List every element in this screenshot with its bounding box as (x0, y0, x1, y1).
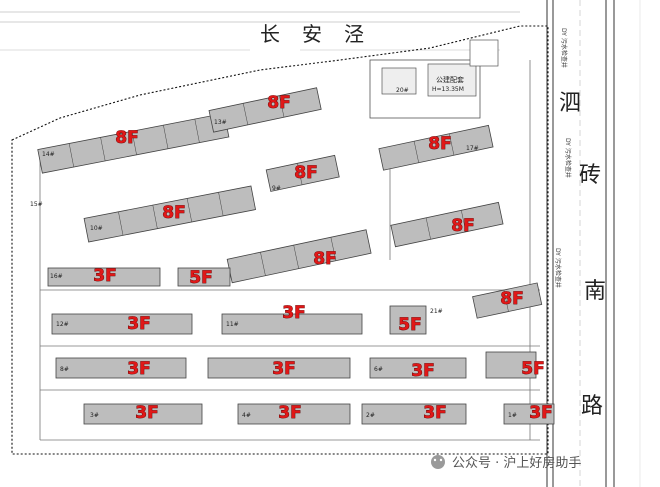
wechat-icon (431, 455, 445, 469)
floor-tag-5f: 5F (521, 359, 544, 379)
floor-tag-8f: 8F (428, 134, 451, 154)
floor-tag-3f: 3F (272, 359, 295, 379)
site-boundary (11, 25, 549, 455)
floor-tag-8f: 8F (267, 93, 290, 113)
building-row-d (265, 154, 340, 192)
floor-tag-8f: 8F (451, 216, 474, 236)
north-road-label: 长安泾 (260, 22, 386, 46)
floor-tag-8f: 8F (115, 128, 138, 148)
east-road-char: 南 (584, 279, 606, 304)
unit-label: 13# (214, 119, 227, 126)
unit-label: 11# (226, 321, 239, 328)
watermark-text: 公众号 · 沪上好房助手 (452, 455, 581, 471)
floor-tag-3f: 3F (411, 361, 434, 381)
building-row-g (390, 201, 504, 248)
building-row-b (208, 87, 322, 133)
unit-label: 14# (42, 151, 55, 158)
building-row-c (83, 185, 257, 243)
unit-label: 2# (366, 412, 375, 419)
floor-tag-3f: 3F (529, 403, 552, 423)
guard-house (469, 39, 499, 67)
unit-label: 1# (508, 412, 517, 419)
community-center-outline (369, 59, 481, 119)
east-small-label: DY 污水检查井 (560, 28, 568, 68)
unit-label: 9# (272, 185, 281, 192)
north-road-name: 长安泾 (260, 22, 386, 46)
east-small-label: DY 污水检查井 (554, 248, 562, 288)
unit-label: 6# (374, 366, 383, 373)
lowrise-row-1 (47, 267, 231, 287)
unit-label: 21# (430, 308, 443, 315)
floor-tag-3f: 3F (127, 359, 150, 379)
community-center-height: H=13.35M (432, 86, 464, 93)
east-road-label: 泗 砖 南 路 (559, 91, 606, 419)
unit-labels: 14# 13# 10# 9# 15# 16# 12# 11# 8# 6# 3# … (30, 87, 517, 419)
east-road-char: 泗 (559, 91, 581, 116)
floor-tag-3f: 3F (93, 266, 116, 286)
unit-label: 10# (90, 225, 103, 232)
building-row-h (472, 282, 543, 319)
lowrise-row-4 (83, 403, 555, 425)
unit-label: 16# (50, 273, 63, 280)
watermark: 公众号 · 沪上好房助手 (431, 455, 581, 471)
east-road-char: 砖 (579, 163, 601, 188)
floor-tag-5f: 5F (189, 268, 212, 288)
floor-tag-3f: 3F (282, 303, 305, 323)
east-small-label: DY 污水检查井 (564, 138, 572, 178)
east-small-labels: DY 污水检查井 DY 污水检查井 DY 污水检查井 (554, 28, 572, 288)
wechat-icon-eye (433, 458, 437, 462)
floor-tag-3f: 3F (127, 314, 150, 334)
floor-tags: 8F 8F 8F 8F 8F 8F 8F 8F 8F 5F 5F 5F 3F 3… (93, 93, 553, 424)
floor-tag-3f: 3F (135, 403, 158, 423)
floor-tag-8f: 8F (162, 203, 185, 223)
unit-label: 4# (242, 412, 251, 419)
community-center-wing (381, 67, 417, 95)
floor-tag-3f: 3F (423, 403, 446, 423)
community-center-label: 公建配套 (436, 75, 464, 84)
lowrise-row-3 (55, 351, 537, 379)
wechat-icon-eye (439, 458, 443, 462)
community-center-main (427, 63, 477, 97)
building-row-e (226, 229, 372, 284)
unit-label: 17# (466, 145, 479, 152)
floor-tag-8f: 8F (500, 289, 523, 309)
building-row-f (378, 124, 494, 171)
unit-label: 20# (396, 87, 409, 94)
unit-label: 3# (90, 412, 99, 419)
floor-tag-8f: 8F (294, 163, 317, 183)
floor-tag-5f: 5F (398, 315, 421, 335)
floor-tag-8f: 8F (313, 249, 336, 269)
unit-label: 8# (60, 366, 69, 373)
unit-label: 15# (30, 201, 43, 208)
east-road-char: 路 (581, 394, 603, 419)
unit-label: 12# (56, 321, 69, 328)
floor-tag-3f: 3F (278, 403, 301, 423)
lowrise-row-2 (51, 305, 427, 335)
